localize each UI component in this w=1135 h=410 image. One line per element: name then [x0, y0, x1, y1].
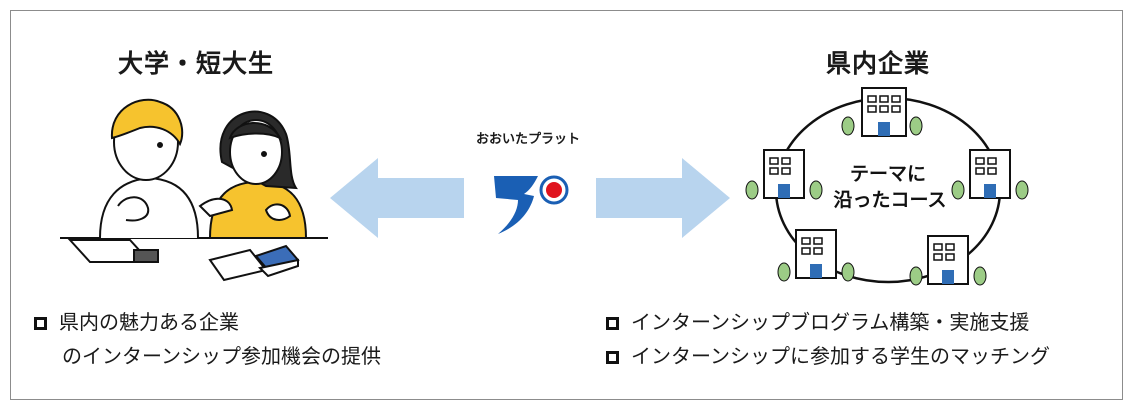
diagram-frame: [10, 10, 1123, 400]
checkbox-icon: [34, 317, 47, 330]
right-bullet-1: インターンシップブログラム構築・実施支援: [606, 306, 1029, 338]
companies-heading: 県内企業: [826, 49, 931, 78]
brand-name: おおいたプラット: [476, 132, 581, 147]
right-bullet-1-text: インターンシップブログラム構築・実施支援: [631, 310, 1030, 334]
building-top: [841, 87, 923, 137]
checkbox-icon: [606, 317, 619, 330]
oita-plat-logo: [494, 175, 569, 234]
right-arrow: [596, 158, 730, 238]
companies-circle-diagram: テーマに 沿ったコース: [745, 87, 1029, 286]
students-heading: 大学・短大生: [118, 49, 275, 78]
left-bullet: 県内の魅力ある企業: [34, 306, 239, 338]
circle-label-line1: テーマに: [850, 163, 926, 185]
circle-label-line2: 沿ったコース: [833, 189, 946, 211]
building-right: [951, 149, 1029, 200]
building-bottom-right: [909, 235, 987, 286]
checkbox-icon: [606, 351, 619, 364]
left-bullet-continuation: のインターンシップ参加機会の提供: [34, 340, 381, 372]
left-arrow: [330, 158, 464, 238]
building-bottom-left: [777, 229, 855, 282]
students-illustration: [60, 98, 328, 282]
left-bullet-line1: 県内の魅力ある企業: [59, 310, 239, 334]
left-bullet-line2: のインターンシップ参加機会の提供: [62, 344, 381, 368]
right-bullet-2-text: インターンシップに参加する学生のマッチング: [631, 344, 1050, 368]
building-left: [745, 149, 823, 200]
right-bullet-2: インターンシップに参加する学生のマッチング: [606, 340, 1050, 372]
